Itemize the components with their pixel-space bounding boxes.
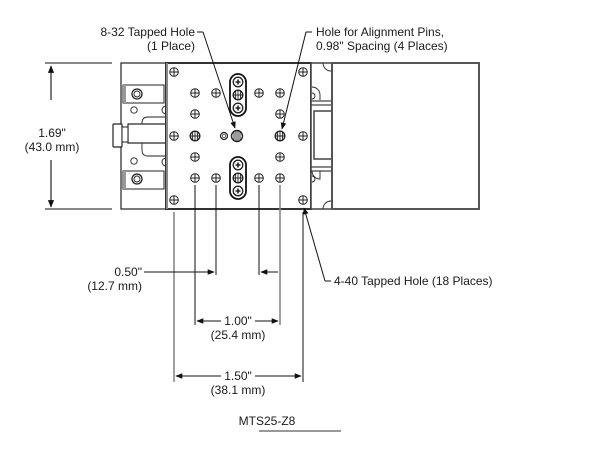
label-832-line1: 8-32 Tapped Hole <box>100 25 195 39</box>
height-imperial-label: 1.69" <box>38 126 66 140</box>
dim-100-metric: (25.4 mm) <box>211 328 266 342</box>
slot-top <box>229 73 247 117</box>
label-832-line2: (1 Place) <box>147 39 195 53</box>
adjuster-knob <box>112 123 123 148</box>
dim-050-imperial: 0.50" <box>114 265 142 279</box>
label-pins-line1: Hole for Alignment Pins, <box>316 25 444 39</box>
height-dimension <box>45 62 112 210</box>
left-side-block <box>112 62 167 210</box>
right-bellows <box>310 62 480 210</box>
label-440: 4-40 Tapped Hole (18 Places) <box>334 274 493 288</box>
label-pins-line2: 0.98" Spacing (4 Places) <box>316 39 448 53</box>
dim-150-imperial: 1.50" <box>224 369 252 383</box>
dim-100-imperial: 1.00" <box>224 314 252 328</box>
leader-832 <box>197 31 236 129</box>
dim-050-metric: (12.7 mm) <box>87 279 142 293</box>
slot-bottom <box>229 156 247 200</box>
extension-lines <box>173 185 304 382</box>
leader-alignment-pins <box>280 31 312 130</box>
leader-440 <box>303 207 331 282</box>
dim-150-metric: (38.1 mm) <box>211 383 266 397</box>
height-metric-label: (43.0 mm) <box>25 140 80 154</box>
tapped-hole-832 <box>230 129 244 143</box>
part-number-title: MTS25-Z8 <box>239 414 296 428</box>
